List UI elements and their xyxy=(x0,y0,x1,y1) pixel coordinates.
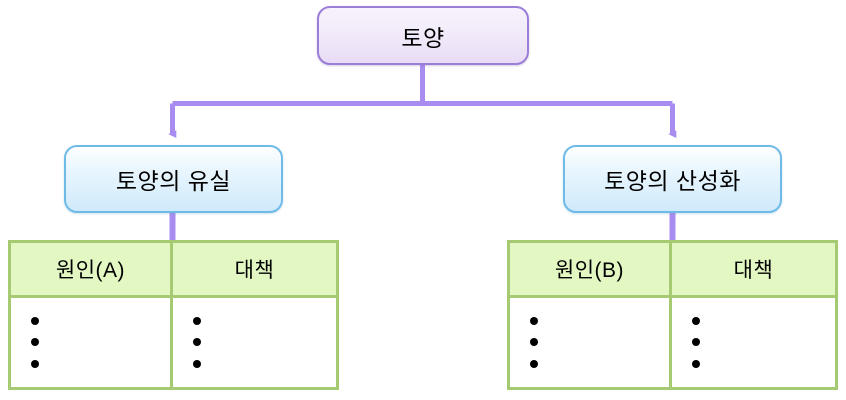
list-item[interactable] xyxy=(692,357,835,371)
bullet-dot-icon xyxy=(31,316,39,325)
table-header-measure: 대책 xyxy=(173,243,336,295)
branch-node-soil-loss: 토양의 유실 xyxy=(64,145,283,213)
bullet-list xyxy=(193,310,336,375)
branch-node-label: 토양의 유실 xyxy=(115,168,232,194)
list-item[interactable] xyxy=(692,314,835,328)
branch-node-soil-acidification: 토양의 산성화 xyxy=(563,145,782,213)
list-item[interactable] xyxy=(193,357,336,371)
table-header-row: 원인(B) 대책 xyxy=(510,243,835,298)
root-node-label: 토양 xyxy=(401,24,445,51)
bullet-dot-icon xyxy=(193,316,201,325)
bullet-dot-icon xyxy=(530,316,538,325)
table-header-cause-label: 원인(B) xyxy=(554,259,625,282)
bullet-dot-icon xyxy=(692,338,700,347)
table-header-measure-label: 대책 xyxy=(733,259,774,282)
bullet-dot-icon xyxy=(692,360,700,369)
list-item[interactable] xyxy=(692,335,835,349)
list-item[interactable] xyxy=(530,357,669,371)
bullet-dot-icon xyxy=(31,338,39,347)
bullet-list xyxy=(692,310,835,375)
table-header-cause: 원인(A) xyxy=(11,243,173,295)
bullet-dot-icon xyxy=(692,316,700,325)
table-header-cause-label: 원인(A) xyxy=(55,259,126,282)
table-body-cell-cause[interactable] xyxy=(510,298,672,387)
list-item[interactable] xyxy=(193,335,336,349)
bullet-list xyxy=(31,310,170,375)
table-body-row xyxy=(11,298,336,387)
table-header-measure: 대책 xyxy=(672,243,835,295)
branch-node-label: 토양의 산성화 xyxy=(604,168,741,194)
bullet-dot-icon xyxy=(193,360,201,369)
list-item[interactable] xyxy=(31,357,170,371)
table-body-cell-cause[interactable] xyxy=(11,298,173,387)
table-header-row: 원인(A) 대책 xyxy=(11,243,336,298)
list-item[interactable] xyxy=(193,314,336,328)
root-node-soil: 토양 xyxy=(317,6,529,65)
table-body-cell-measure[interactable] xyxy=(173,298,336,387)
bullet-dot-icon xyxy=(530,338,538,347)
bullet-dot-icon xyxy=(530,360,538,369)
list-item[interactable] xyxy=(530,314,669,328)
table-soil-acidification: 원인(B) 대책 xyxy=(507,240,838,390)
list-item[interactable] xyxy=(31,314,170,328)
table-body-row xyxy=(510,298,835,387)
bullet-dot-icon xyxy=(193,338,201,347)
bullet-list xyxy=(530,310,669,375)
bullet-dot-icon xyxy=(31,360,39,369)
table-header-cause: 원인(B) xyxy=(510,243,672,295)
table-soil-loss: 원인(A) 대책 xyxy=(8,240,339,390)
table-body-cell-measure[interactable] xyxy=(672,298,835,387)
table-header-measure-label: 대책 xyxy=(234,259,275,282)
list-item[interactable] xyxy=(31,335,170,349)
list-item[interactable] xyxy=(530,335,669,349)
